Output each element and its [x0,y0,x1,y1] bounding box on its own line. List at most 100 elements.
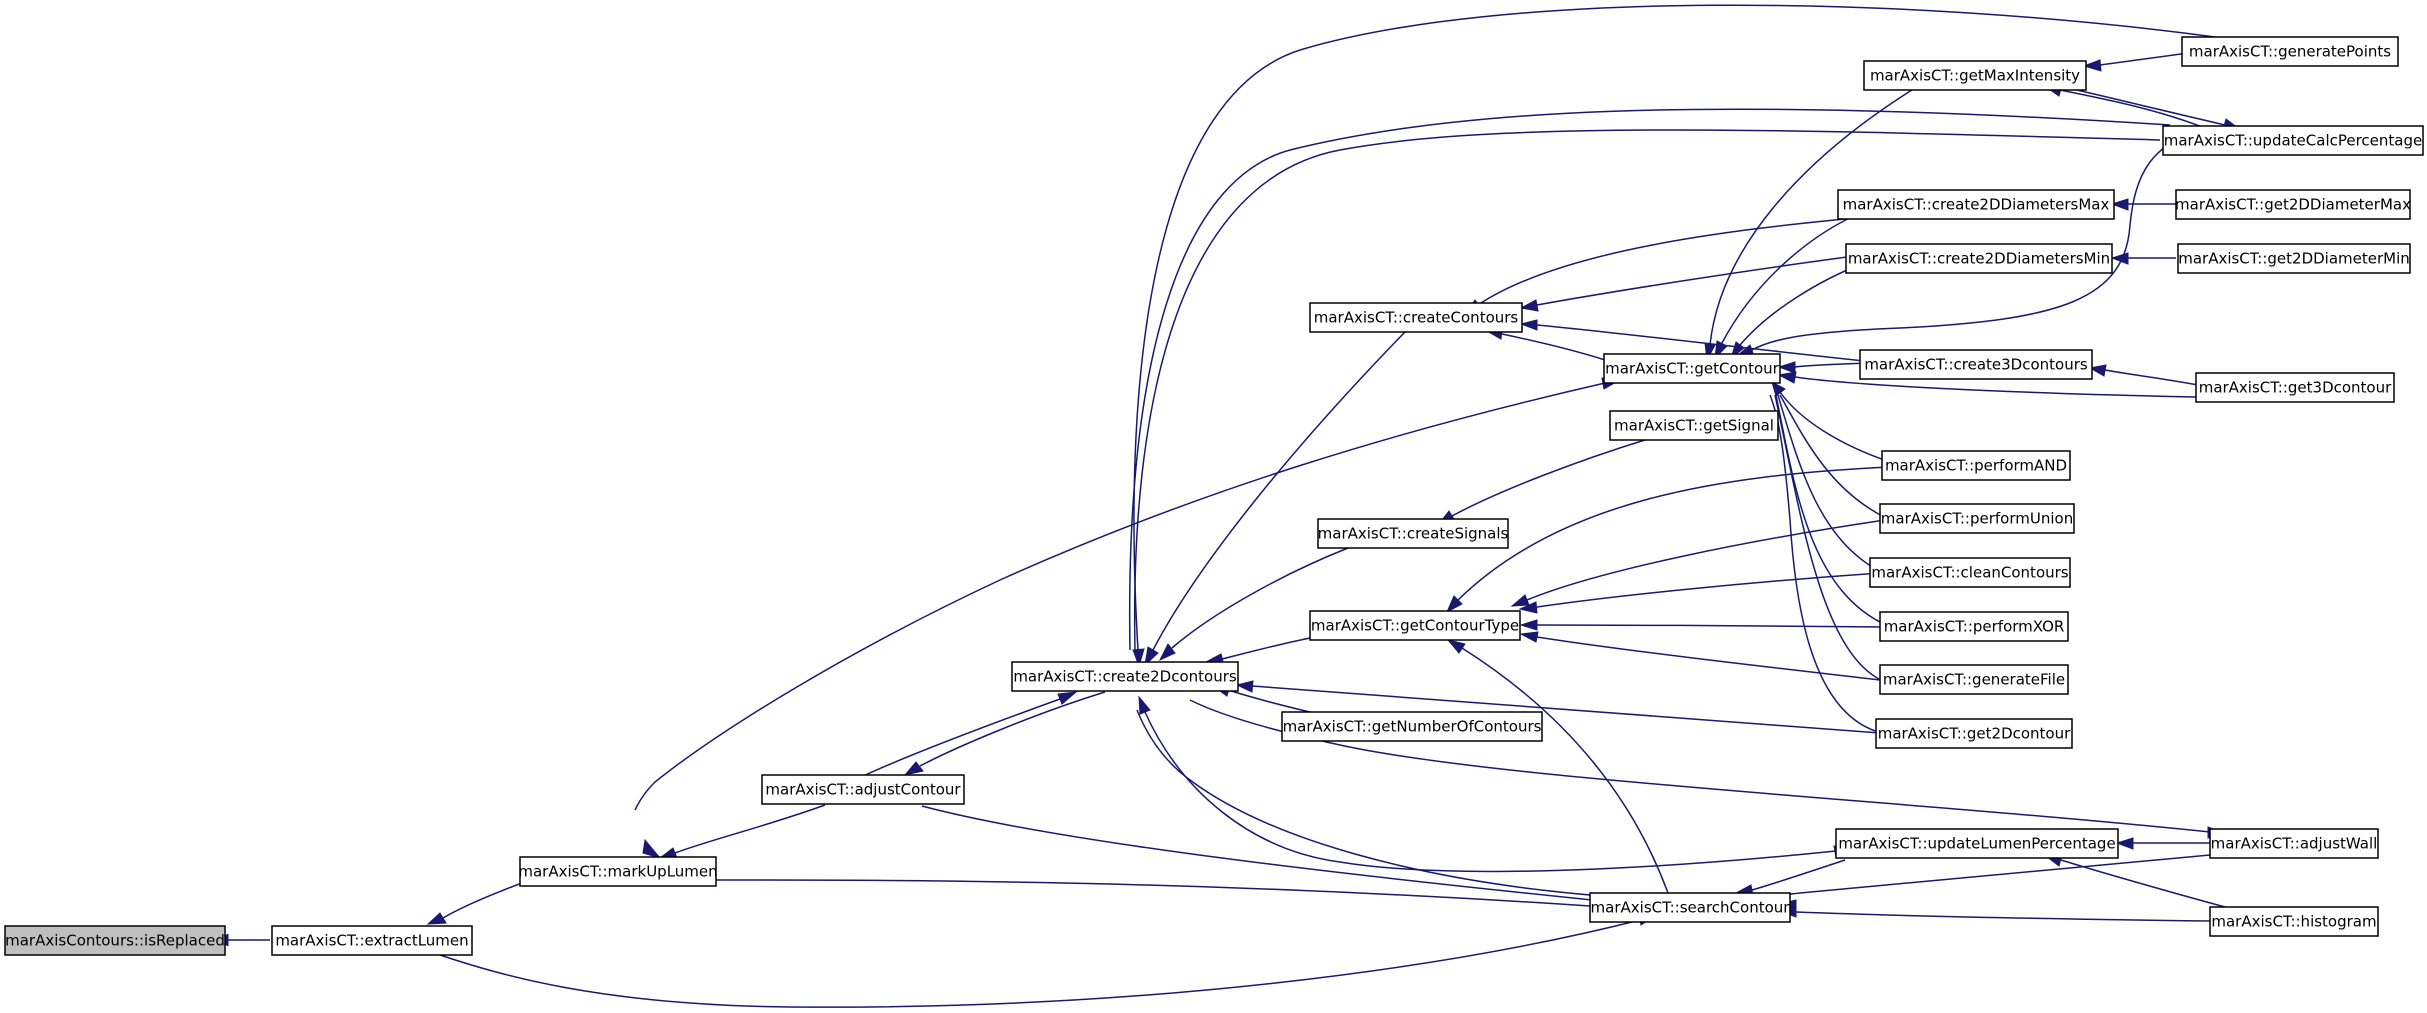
node-box [1869,557,2071,588]
node-label: marAxisCT::histogram [2211,913,2376,931]
node-label: marAxisCT::get3Dcontour [2199,379,2392,397]
node-label: marAxisCT::generatePoints [2189,43,2391,61]
node-label: marAxisCT::create3Dcontours [1864,356,2088,374]
node-label: marAxisCT::create2Dcontours [1013,668,1237,686]
node-label: marAxisCT::adjustContour [765,781,961,799]
node-clean-contours[interactable]: marAxisCT::cleanContours [1869,557,2071,588]
node-is-replaced: marAxisContours::isReplaced [4,925,226,956]
edge-searchContour-to-extractLumen [439,913,1658,1008]
node-create2-dcontours[interactable]: marAxisCT::create2Dcontours [1011,661,1239,692]
nodes-layer: marAxisContours::isReplaced marAxisCT::ex… [4,36,2424,956]
edge-getContour-to-createContours [1485,328,1606,361]
node-update-lumen-percentage[interactable]: marAxisCT::updateLumenPercentage [1835,828,2119,859]
edge-generatePoints-to-create2Dcontours [1132,4,2216,668]
node-create-contours[interactable]: marAxisCT::createContours [1309,302,1523,333]
edge-adjustContour-to-markUpLumen [658,804,826,859]
node-label: marAxisCT::markUpLumen [518,863,717,881]
edge-getContourType-to-create2Dcontours [1204,637,1311,666]
node-get-max-intensity[interactable]: marAxisCT::getMaxIntensity [1863,60,2087,91]
node-label: marAxisCT::searchContour [1591,899,1791,917]
node-box [1837,189,2115,220]
node-label: marAxisCT::getNumberOfContours [1283,718,1542,736]
edge-searchContour-to-markUpLumen [715,879,1608,913]
node-update-calc-percentage[interactable]: marAxisCT::updateCalcPercentage [2162,125,2424,156]
edge-performAND-to-getContour [1771,380,1891,463]
edge-searchContour-to-create2Dcontours [1136,709,1591,896]
node-label: marAxisCT::updateCalcPercentage [2164,132,2423,150]
node-box [2209,906,2379,937]
node-label: marAxisCT::getMaxIntensity [1870,67,2080,85]
node-box [1879,611,2069,642]
edge-createContours-to-create2Dcontours [1144,331,1406,667]
edge-create2Dcontours-to-adjustContour [903,691,1106,776]
node-get-contour[interactable]: marAxisCT::getContour [1603,353,1781,384]
node-label: marAxisCT::performUnion [1881,510,2073,528]
node-perform-union[interactable]: marAxisCT::performUnion [1879,503,2075,534]
node-generate-points[interactable]: marAxisCT::generatePoints [2181,36,2399,67]
edge-adjustWall-to-searchContour [1778,854,2211,911]
node-label: marAxisCT::get2Dcontour [1878,725,2071,743]
node-box [271,925,473,956]
node-get3-dcontour[interactable]: marAxisCT::get3Dcontour [2195,372,2395,403]
node-get2-ddiameter-min[interactable]: marAxisCT::get2DDiameterMin [2177,243,2411,274]
node-adjust-wall[interactable]: marAxisCT::adjustWall [2209,828,2379,859]
node-label: marAxisCT::createContours [1314,309,1519,327]
node-label: marAxisCT::performXOR [1884,618,2065,636]
edge-create2DDiametersMax-to-createContours [1463,217,1856,315]
edge-performXOR-to-getContourType [1519,619,1886,631]
edge-getSignal-to-createSignals [1436,438,1649,526]
edge-getMaxIntensity-to-create2Dcontours [1128,108,2171,651]
node-histogram[interactable]: marAxisCT::histogram [2209,906,2379,937]
node-get-signal[interactable]: marAxisCT::getSignal [1609,410,1779,441]
node-perform-and[interactable]: marAxisCT::performAND [1881,450,2071,481]
edge-performUnion-to-getContour [1779,394,1887,519]
node-box [1309,610,1521,641]
node-box [1281,711,1543,742]
node-label: marAxisCT::extractLumen [275,932,468,950]
node-create-signals[interactable]: marAxisCT::createSignals [1317,518,1509,549]
node-create3-dcontours[interactable]: marAxisCT::create3Dcontours [1859,349,2093,380]
edge-create3Dcontours-to-getContour [1777,361,1871,374]
node-box [4,925,226,956]
node-create2-ddiameters-min[interactable]: marAxisCT::create2DDiametersMin [1845,243,2113,274]
node-label: marAxisCT::getContourType [1311,617,1519,635]
node-label: marAxisCT::get2DDiameterMax [2175,196,2411,214]
node-extract-lumen[interactable]: marAxisCT::extractLumen [271,925,473,956]
node-label: marAxisCT::adjustWall [2211,835,2378,853]
node-generate-file[interactable]: marAxisCT::generateFile [1879,664,2069,695]
node-search-contour[interactable]: marAxisCT::searchContour [1589,892,1791,923]
node-box [1879,503,2075,534]
node-get-contour-type[interactable]: marAxisCT::getContourType [1309,610,1521,641]
node-adjust-contour[interactable]: marAxisCT::adjustContour [761,774,965,805]
node-box [1835,828,2119,859]
node-box [1881,450,2071,481]
node-box [2162,125,2424,156]
node-box [1317,518,1509,549]
node-get-number-of-contours[interactable]: marAxisCT::getNumberOfContours [1281,711,1543,742]
edge-create2DDiametersMax-to-getContour [1714,212,1861,360]
node-box [2175,189,2411,220]
node-box [1845,243,2113,274]
edge-create3Dcontours-to-createContours [1519,319,1875,363]
node-box [1879,664,2069,695]
node-get2-dcontour[interactable]: marAxisCT::get2Dcontour [1875,718,2073,749]
node-create2-ddiameters-max[interactable]: marAxisCT::create2DDiametersMax [1837,189,2115,220]
edge-cleanContours-to-getContour [1777,394,1882,573]
edge-generateFile-to-getContour [1774,394,1882,681]
node-get2-ddiameter-max[interactable]: marAxisCT::get2DDiameterMax [2175,189,2411,220]
node-perform-xor[interactable]: marAxisCT::performXOR [1879,611,2069,642]
node-box [1011,661,1239,692]
edge-get2Dcontour-to-create2Dcontours [1235,680,1881,734]
edge-updateCalcPercentage-to-create2Dcontours [1133,129,2161,651]
edge-generatePoints-to-getMaxIntensity [2082,51,2196,72]
node-label: marAxisCT::getSignal [1614,417,1774,435]
node-label: marAxisCT::updateLumenPercentage [1838,835,2115,853]
node-mark-up-lumen[interactable]: marAxisCT::markUpLumen [518,856,718,887]
node-label: marAxisCT::generateFile [1883,671,2065,689]
node-box [1859,349,2093,380]
node-label: marAxisCT::cleanContours [1871,564,2068,582]
node-box [761,774,965,805]
edge-updateCalcPercentage-to-getContour [1735,125,2216,357]
edge-adjustWall-to-updateLumenPercentage [2115,837,2216,850]
